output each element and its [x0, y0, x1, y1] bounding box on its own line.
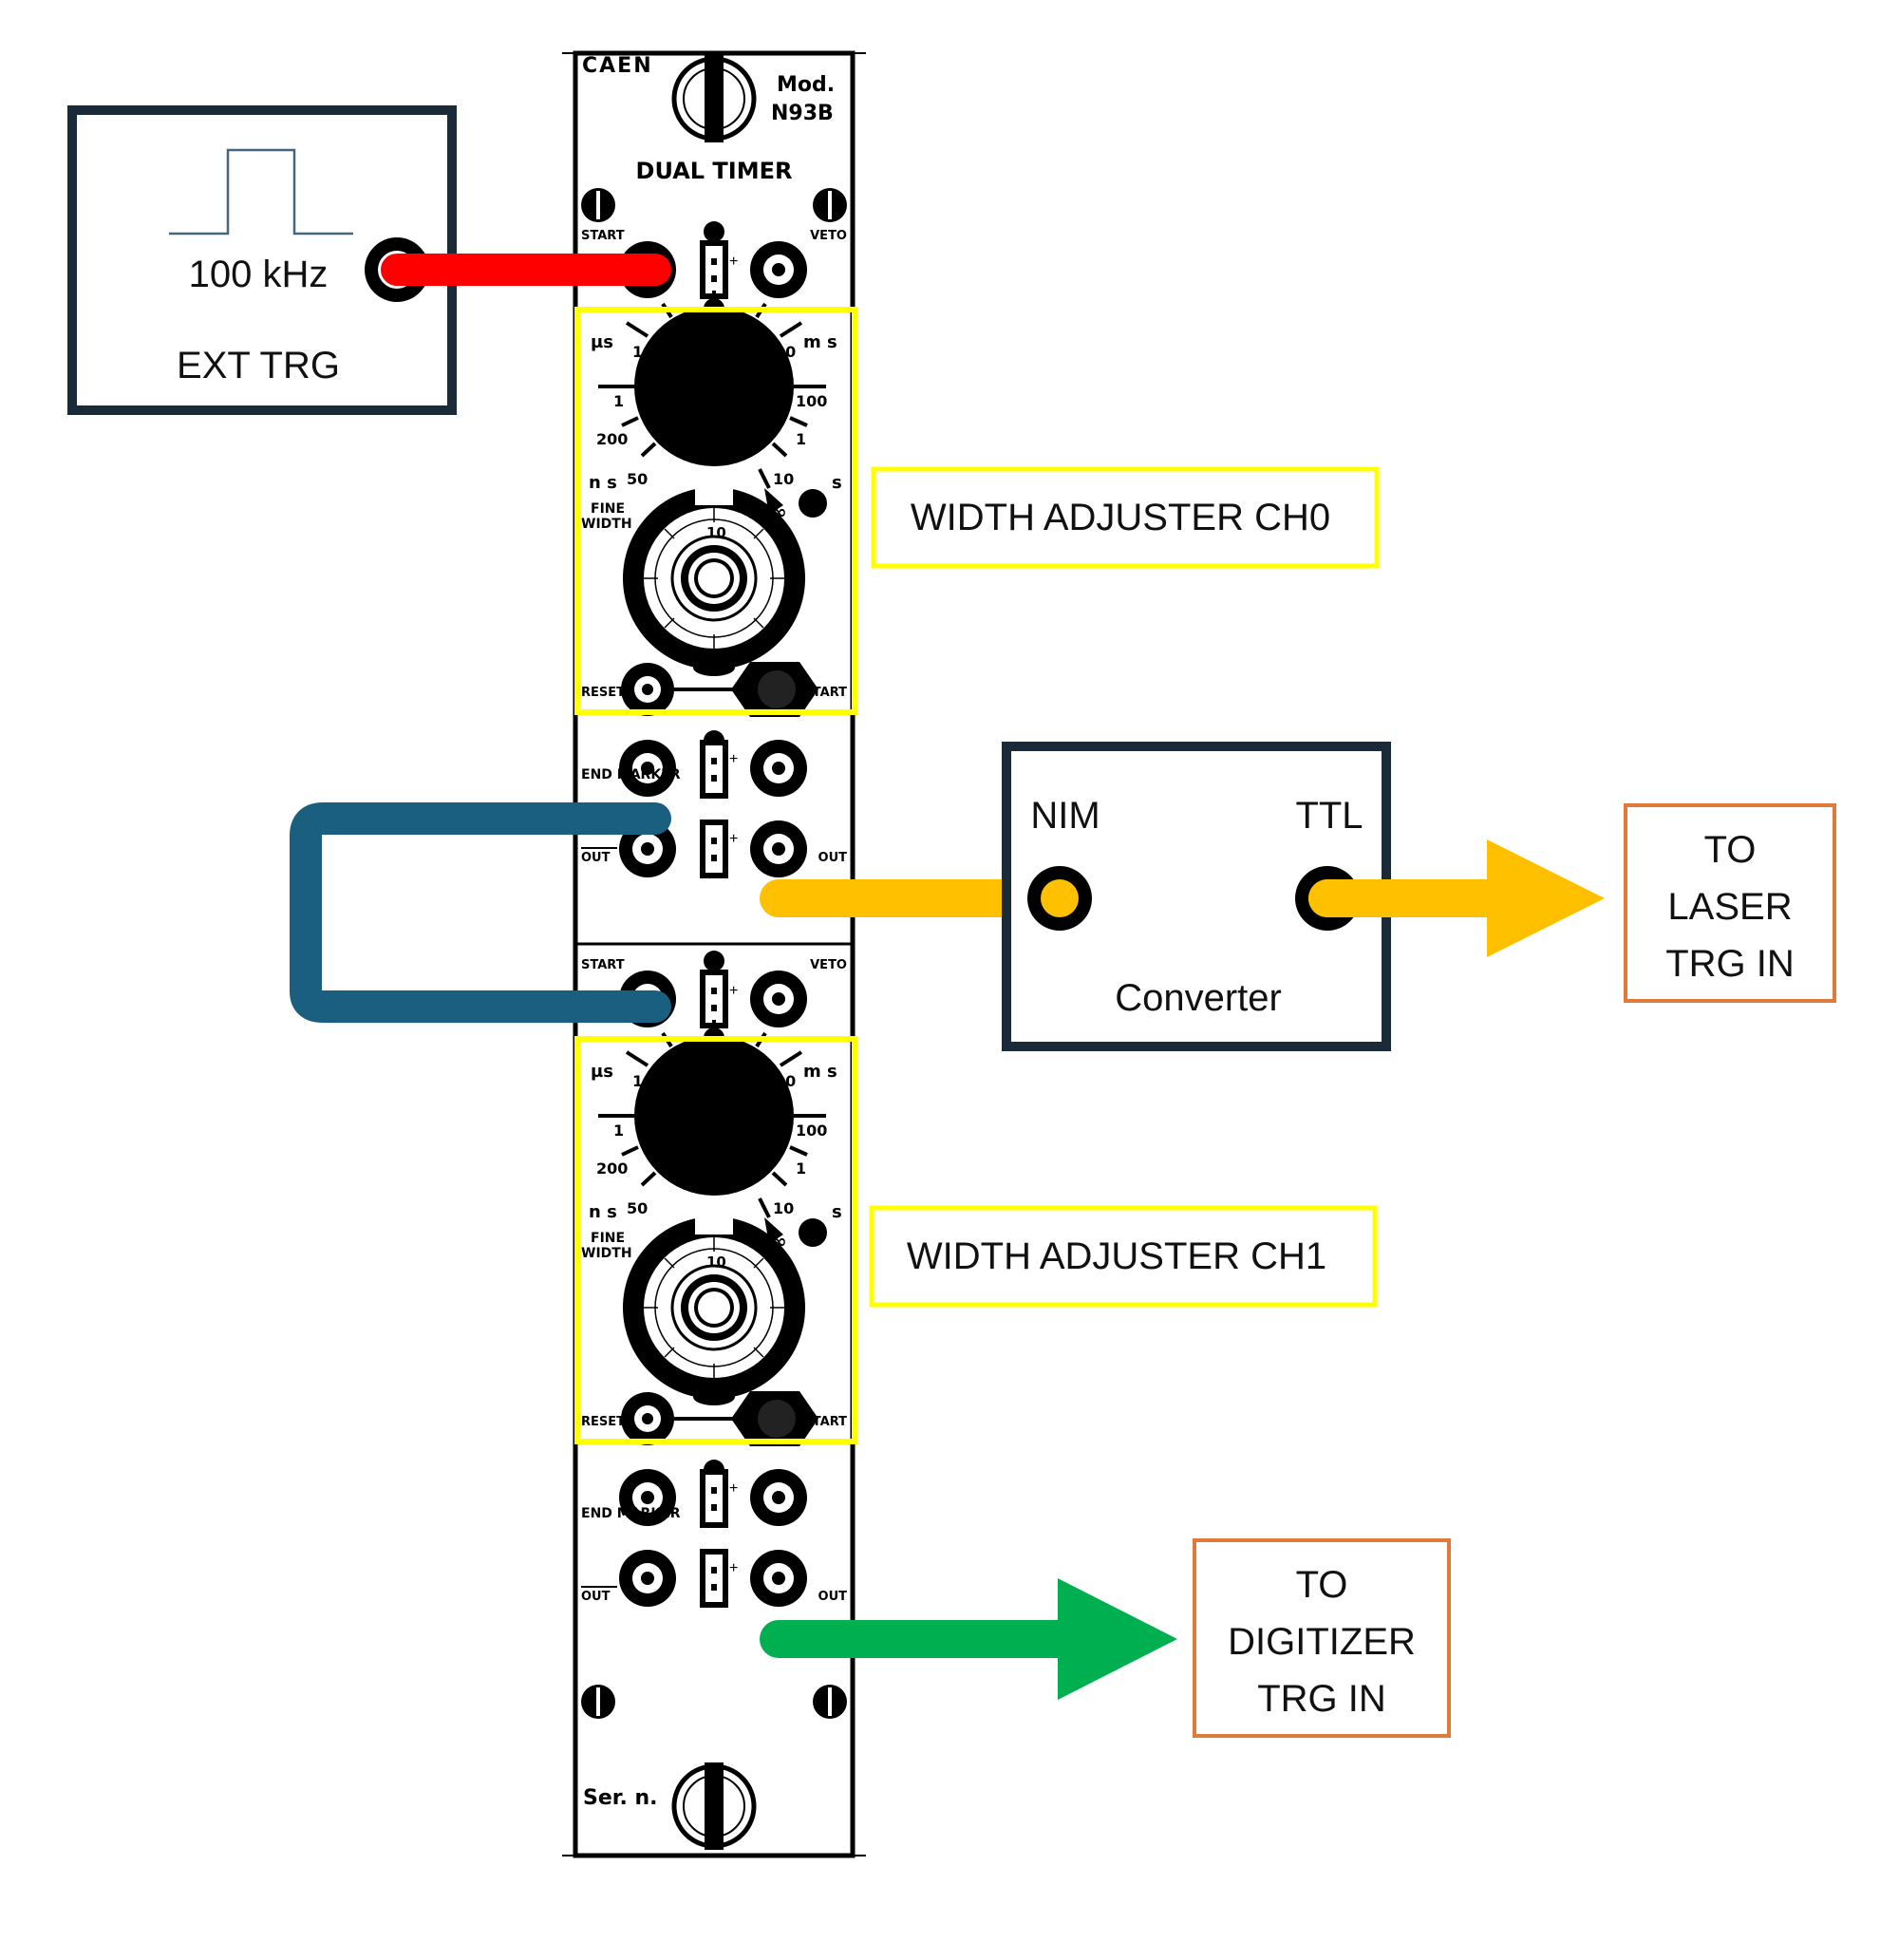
- start-label: START: [803, 686, 847, 700]
- out-bar-label: OUT: [581, 1590, 611, 1604]
- brand-label: CAEN: [582, 54, 653, 78]
- svg-text:+: +: [729, 254, 738, 270]
- svg-text:100: 100: [670, 321, 700, 338]
- out-label: OUT: [818, 851, 848, 865]
- svg-text:FINE: FINE: [591, 501, 625, 517]
- start-label: START: [581, 958, 625, 972]
- top-screw: [674, 55, 754, 142]
- width-adjuster-ch1-callout: WIDTH ADJUSTER CH1: [869, 1205, 1378, 1308]
- nim-connector[interactable]: [1027, 866, 1092, 931]
- width-adjuster-ch0-highlight: [574, 307, 857, 715]
- width-adjuster-ch1-label: WIDTH ADJUSTER CH1: [907, 1235, 1326, 1277]
- nim-label: NIM: [1030, 795, 1100, 837]
- converter-label: Converter: [1115, 977, 1282, 1019]
- svg-text:+: +: [729, 983, 738, 999]
- svg-text:m s: m s: [803, 332, 837, 352]
- svg-text:1: 1: [613, 1121, 624, 1140]
- svg-text:50: 50: [627, 470, 648, 488]
- svg-text:1: 1: [733, 1049, 743, 1067]
- bottom-screw: [674, 1762, 754, 1850]
- end-marker-label: END MARKER: [581, 1506, 681, 1521]
- ext-trg-frequency: 100 kHz: [189, 254, 329, 295]
- svg-text:10: 10: [632, 1072, 653, 1090]
- veto-label: VETO: [810, 229, 847, 243]
- svg-text:50: 50: [627, 1199, 648, 1217]
- svg-text:s: s: [832, 1202, 842, 1222]
- svg-text:s: s: [832, 473, 842, 493]
- svg-text:WIDTH: WIDTH: [581, 517, 632, 532]
- mount-icon: [813, 188, 847, 222]
- svg-text:10: 10: [775, 1072, 796, 1090]
- svg-text:200: 200: [596, 1159, 628, 1178]
- veto-label: VETO: [810, 958, 847, 972]
- mount-icon: [813, 1685, 847, 1719]
- svg-text:10: 10: [632, 343, 653, 361]
- svg-text:+: +: [729, 1560, 738, 1576]
- svg-text:200: 200: [596, 430, 628, 448]
- laser-line3: TRG IN: [1665, 943, 1795, 985]
- width-adjuster-ch0-callout: WIDTH ADJUSTER CH0: [871, 466, 1380, 569]
- svg-text:10: 10: [775, 343, 796, 361]
- svg-text:m s: m s: [803, 1062, 837, 1082]
- svg-text:100: 100: [796, 392, 827, 410]
- svg-text:1: 1: [733, 320, 743, 338]
- start-label: START: [581, 229, 625, 243]
- laser-line2: LASER: [1667, 886, 1792, 928]
- serial-label: Ser. n.: [583, 1786, 658, 1810]
- digitizer-line1: TO: [1296, 1564, 1348, 1606]
- svg-text:100: 100: [670, 1050, 700, 1067]
- model-line2: N93B: [771, 102, 834, 125]
- out-label: OUT: [818, 1590, 848, 1604]
- digitizer-line3: TRG IN: [1257, 1678, 1386, 1720]
- n93b-dual-timer-module: CAEN Mod. N93B DUAL TIMER Ser. n. START …: [562, 50, 866, 1858]
- pulse-icon: [169, 148, 353, 236]
- blue-loop-cable: [290, 802, 671, 1023]
- svg-text:10: 10: [773, 1199, 794, 1217]
- svg-text:µs: µs: [591, 332, 613, 352]
- svg-text:FINE: FINE: [591, 1231, 625, 1246]
- mount-icon: [581, 188, 615, 222]
- ttl-label: TTL: [1295, 795, 1363, 837]
- svg-text:WIDTH: WIDTH: [581, 1246, 632, 1261]
- svg-text:1: 1: [796, 430, 806, 448]
- mount-icon: [581, 1685, 615, 1719]
- digitizer-trg-in-box: TO DIGITIZER TRG IN: [1193, 1538, 1451, 1738]
- svg-text:10: 10: [773, 470, 794, 488]
- width-adjuster-ch0-label: WIDTH ADJUSTER CH0: [911, 497, 1330, 538]
- svg-text:µs: µs: [591, 1062, 613, 1082]
- width-adjuster-ch1-highlight: [574, 1036, 857, 1444]
- ext-trg-label: EXT TRG: [177, 345, 340, 386]
- svg-text:∞: ∞: [771, 500, 787, 523]
- module-title: DUAL TIMER: [636, 158, 793, 184]
- range-dial-labels-ch1: µs m s 10 100 1 10 1 100 200 1 n s 50 10…: [581, 1049, 842, 1271]
- range-dial-labels-ch0: µs m s 10 100 1 10 1 100 200 1 n s 50 10…: [581, 320, 842, 541]
- svg-text:+: +: [729, 1480, 738, 1497]
- out-bar-label: OUT: [581, 851, 611, 865]
- svg-text:+: +: [729, 831, 738, 847]
- svg-text:1: 1: [796, 1159, 806, 1178]
- svg-text:n s: n s: [589, 473, 617, 493]
- yellow-arrow-to-laser: [1308, 839, 1605, 957]
- svg-text:n s: n s: [589, 1202, 617, 1222]
- laser-trg-in-box: TO LASER TRG IN: [1624, 803, 1836, 1003]
- model-line1: Mod.: [777, 73, 835, 97]
- svg-text:100: 100: [796, 1121, 827, 1140]
- svg-text:∞: ∞: [771, 1230, 787, 1253]
- reset-label: RESET: [581, 686, 625, 700]
- digitizer-line2: DIGITIZER: [1228, 1621, 1416, 1663]
- start-label: START: [803, 1415, 847, 1429]
- svg-text:10: 10: [706, 524, 726, 541]
- reset-label: RESET: [581, 1415, 625, 1429]
- svg-text:1: 1: [613, 392, 624, 410]
- svg-text:+: +: [729, 751, 738, 767]
- end-marker-label: END MARKER: [581, 767, 681, 782]
- svg-text:10: 10: [706, 1253, 726, 1271]
- green-arrow-to-digitizer: [760, 1578, 1177, 1700]
- laser-line1: TO: [1704, 829, 1757, 871]
